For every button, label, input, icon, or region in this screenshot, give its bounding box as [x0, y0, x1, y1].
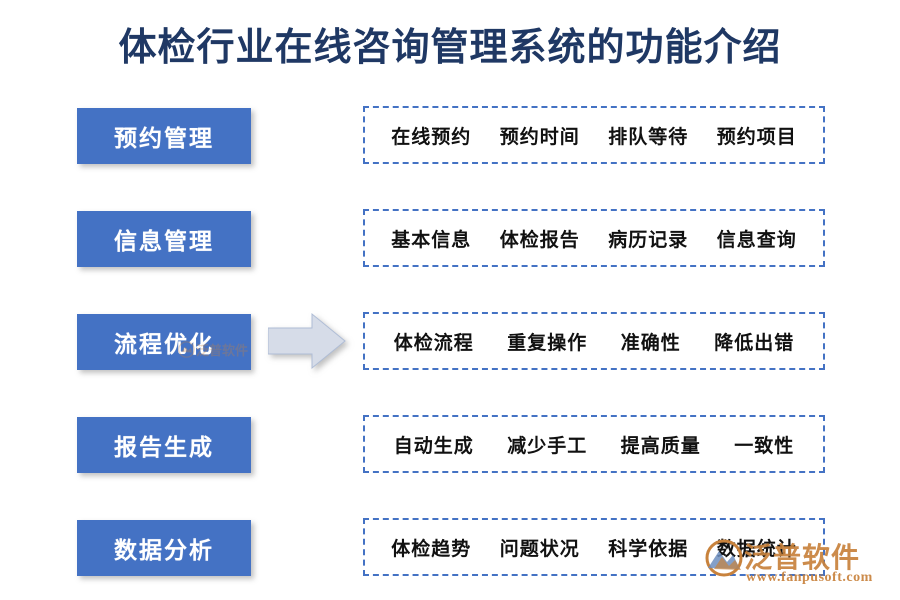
- feature-item: 科学依据: [608, 538, 689, 560]
- category-box-4[interactable]: 报告生成: [77, 417, 251, 473]
- feature-item: 在线预约: [391, 126, 472, 148]
- feature-item: 减少手工: [507, 435, 588, 457]
- feature-row: 数据分析 体检趋势 问题状况 科学依据 数据统计: [0, 514, 900, 584]
- feature-item: 数据统计: [716, 538, 797, 560]
- feature-row: 报告生成 自动生成 减少手工 提高质量 一致性: [0, 411, 900, 481]
- right-arrow-icon: [268, 312, 346, 370]
- feature-item: 体检趋势: [391, 538, 472, 560]
- feature-item: 预约时间: [499, 126, 580, 148]
- category-box-2[interactable]: 信息管理: [77, 211, 251, 267]
- feature-list-5: 体检趋势 问题状况 科学依据 数据统计: [363, 518, 825, 576]
- category-box-1[interactable]: 预约管理: [77, 108, 251, 164]
- category-box-3[interactable]: 流程优化: [77, 314, 251, 370]
- feature-row: 预约管理 在线预约 预约时间 排队等待 预约项目: [0, 102, 900, 172]
- feature-list-3: 体检流程 重复操作 准确性 降低出错: [363, 312, 825, 370]
- feature-item: 体检流程: [393, 332, 474, 354]
- feature-item: 体检报告: [499, 229, 580, 251]
- feature-item: 提高质量: [620, 435, 701, 457]
- feature-item: 一致性: [734, 435, 795, 457]
- feature-item: 排队等待: [608, 126, 689, 148]
- category-label: 流程优化: [114, 332, 214, 357]
- category-label: 信息管理: [114, 229, 214, 254]
- feature-item: 重复操作: [507, 332, 588, 354]
- category-label: 报告生成: [114, 435, 214, 460]
- feature-list-2: 基本信息 体检报告 病历记录 信息查询: [363, 209, 825, 267]
- feature-row: 流程优化 体检流程 重复操作 准确性 降低出错: [0, 308, 900, 378]
- category-label: 预约管理: [114, 126, 214, 151]
- page-title: 体检行业在线咨询管理系统的功能介绍: [118, 27, 782, 69]
- feature-list-4: 自动生成 减少手工 提高质量 一致性: [363, 415, 825, 473]
- feature-item: 问题状况: [499, 538, 580, 560]
- feature-item: 降低出错: [714, 332, 795, 354]
- category-box-5[interactable]: 数据分析: [77, 520, 251, 576]
- feature-item: 自动生成: [393, 435, 474, 457]
- feature-list-1: 在线预约 预约时间 排队等待 预约项目: [363, 106, 825, 164]
- feature-item: 预约项目: [716, 126, 797, 148]
- feature-row: 信息管理 基本信息 体检报告 病历记录 信息查询: [0, 205, 900, 275]
- feature-item: 信息查询: [716, 229, 797, 251]
- feature-item: 基本信息: [391, 229, 472, 251]
- feature-item: 准确性: [620, 332, 681, 354]
- category-label: 数据分析: [114, 538, 214, 563]
- feature-item: 病历记录: [608, 229, 689, 251]
